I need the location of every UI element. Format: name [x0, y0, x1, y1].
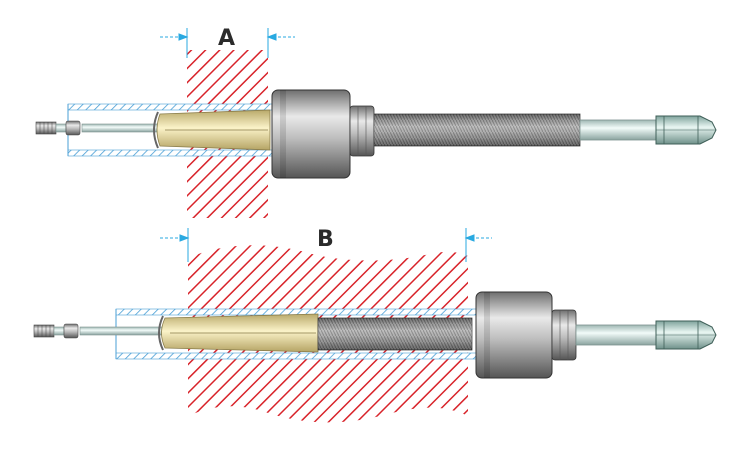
- dimension-arrow-icon: [179, 234, 190, 242]
- hex-drive-end-b: [655, 320, 717, 350]
- drive-rod-b: [575, 324, 659, 346]
- drive-rod-a: [579, 119, 659, 141]
- pull-rod-b: [79, 326, 171, 336]
- nut-b: [551, 309, 577, 361]
- label-a: A: [218, 26, 235, 51]
- nut-end-b: [33, 323, 79, 339]
- figure-b: B: [33, 227, 717, 423]
- dimension-arrow-icon: [266, 33, 277, 41]
- sleeve-bottom-b: [115, 352, 477, 360]
- dimension-arrow-icon: [464, 234, 475, 242]
- sleeve-top-a: [67, 103, 279, 111]
- sleeve-bottom-a: [67, 149, 279, 157]
- label-b: B: [317, 227, 334, 252]
- sleeve-top-b: [115, 308, 477, 316]
- nut-a: [349, 105, 375, 157]
- dimension-a: [160, 28, 295, 58]
- nut-end-a: [35, 120, 81, 136]
- dimension-b: [160, 228, 492, 262]
- figure-a: A: [35, 26, 717, 218]
- hex-drive-end-a: [655, 115, 717, 145]
- dimension-arrow-icon: [178, 33, 189, 41]
